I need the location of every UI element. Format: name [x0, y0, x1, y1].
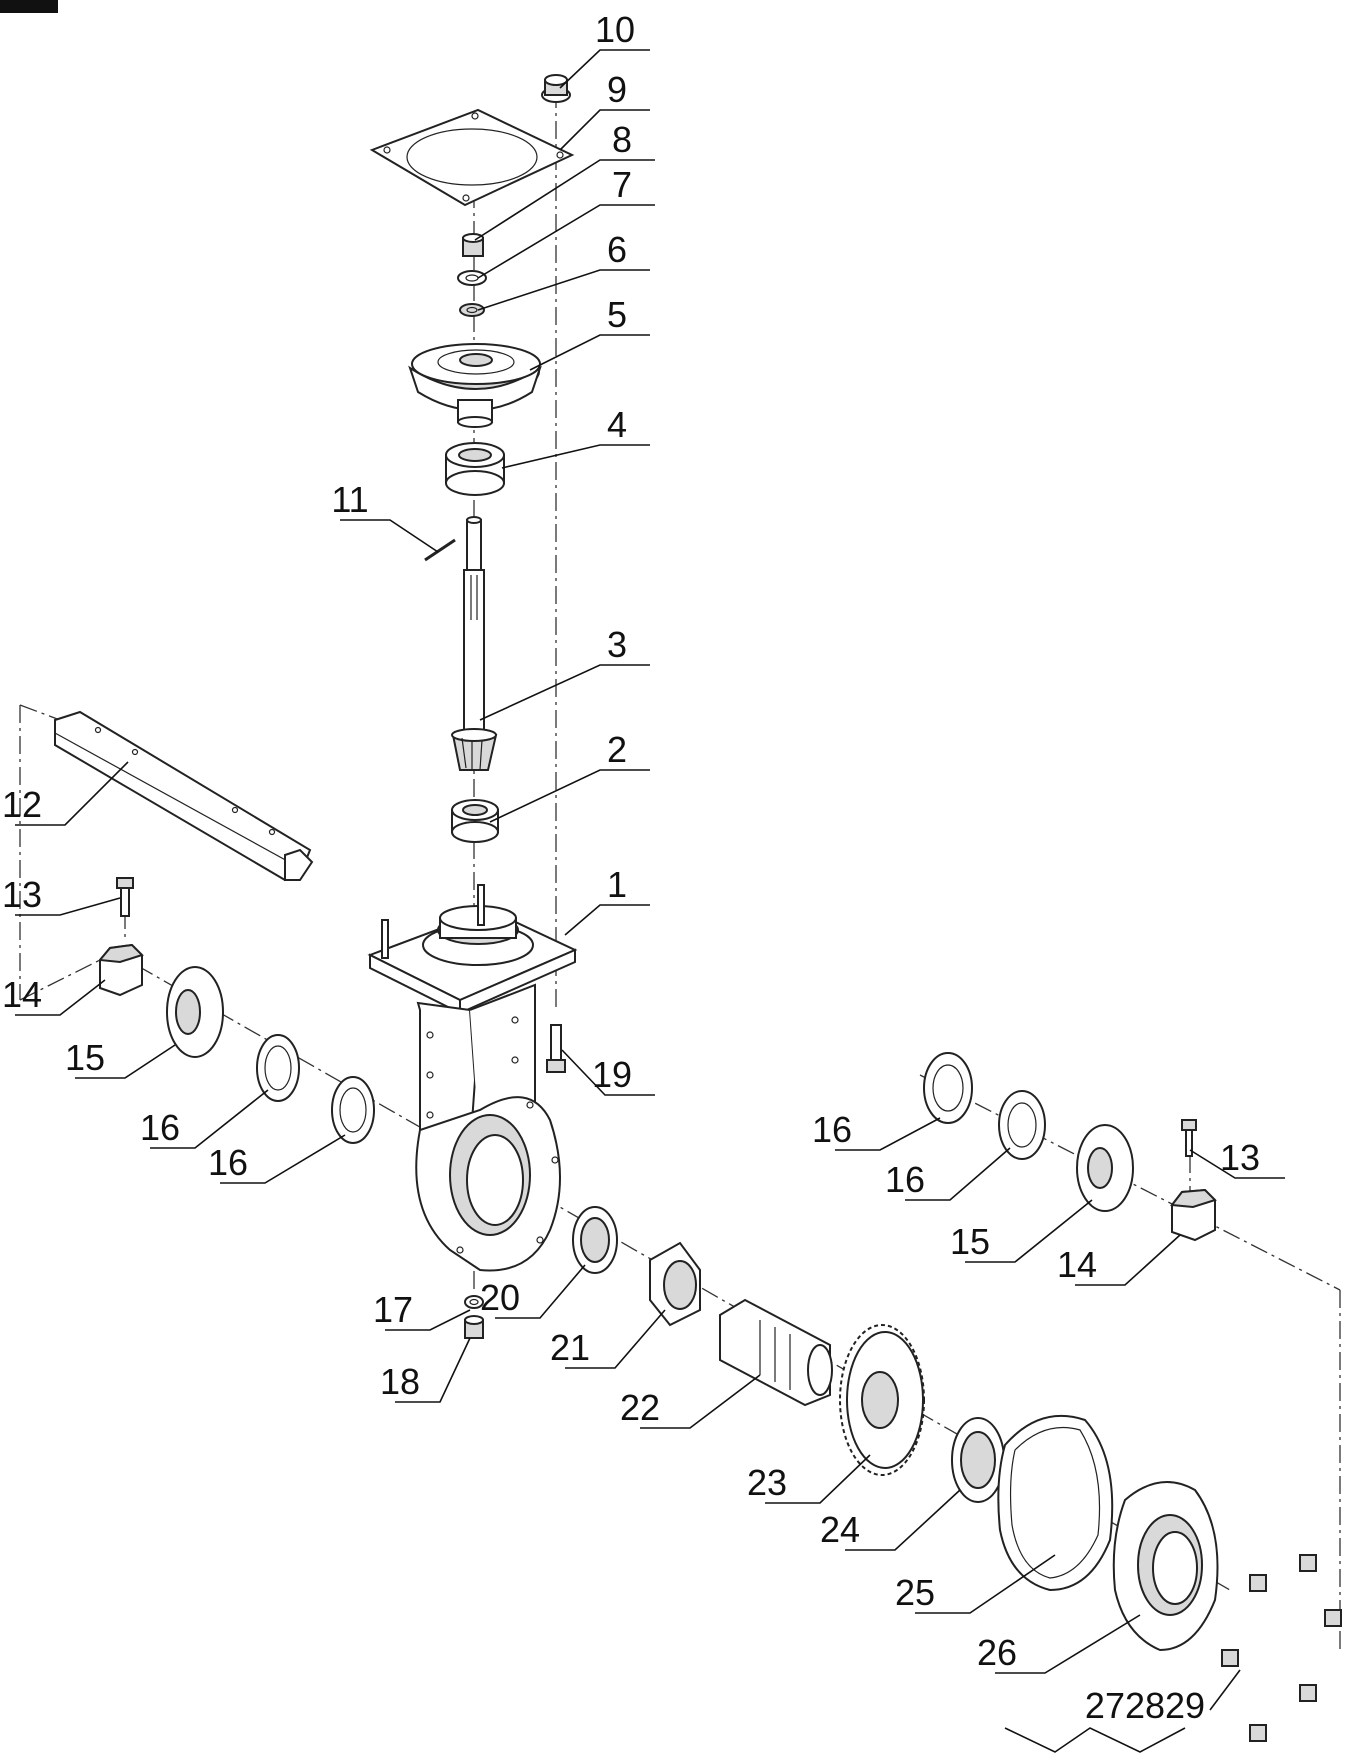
part-6-small-washer [459, 303, 485, 317]
part-4-bearing [445, 442, 505, 496]
part-12-hex-bar [54, 710, 314, 882]
part-16-ring-right-a [923, 1052, 973, 1124]
callout-label-p14b: 14 [1057, 1244, 1097, 1285]
callout-label-p4: 4 [607, 404, 627, 445]
callout-label-p12: 12 [2, 784, 42, 825]
callout-label-p18: 18 [380, 1361, 420, 1402]
callout-label-p23: 23 [747, 1462, 787, 1503]
leader-lines [15, 49, 1285, 1753]
part-1-housing [367, 884, 578, 1272]
part-24-bearing [951, 1417, 1005, 1503]
callout-label-p272829: 272829 [1085, 1685, 1205, 1726]
callout-label-p13a: 13 [2, 874, 42, 915]
part-8-small-gear [462, 233, 484, 257]
callout-label-p5: 5 [607, 294, 627, 335]
callout-label-p25: 25 [895, 1572, 935, 1613]
part-3-shaft [451, 516, 498, 771]
part-21-sleeve [649, 1241, 701, 1327]
callout-label-p3: 3 [607, 624, 627, 665]
callout-label-p17: 17 [373, 1289, 413, 1330]
part-5-bevel-gear [408, 343, 542, 428]
part-25-gasket [997, 1414, 1114, 1592]
callout-label-p22: 22 [620, 1387, 660, 1428]
part-20-seal [572, 1206, 618, 1274]
callout-label-p16d: 16 [885, 1159, 925, 1200]
callout-label-p10: 10 [595, 9, 635, 50]
callout-label-p16b: 16 [208, 1142, 248, 1183]
part-18-plug [464, 1315, 484, 1339]
part-23-sprocket [839, 1324, 925, 1476]
callout-label-p9: 9 [607, 69, 627, 110]
part-9-gasket [369, 108, 575, 207]
callout-label-p19: 19 [592, 1054, 632, 1095]
callout-label-p16a: 16 [140, 1107, 180, 1148]
part-13-bolt-right [1181, 1119, 1197, 1157]
part-13-bolt-left [116, 877, 134, 917]
corner-marker [0, 0, 58, 13]
part-7-washer [457, 270, 487, 286]
part-2-bearing [451, 799, 499, 843]
part-16-ring-left-b [331, 1076, 375, 1144]
callout-label-p15a: 15 [65, 1037, 105, 1078]
callout-label-p6: 6 [607, 229, 627, 270]
part-15-disc-right [1076, 1124, 1134, 1212]
callout-label-p13b: 13 [1220, 1137, 1260, 1178]
part-14-hex-hub-right [1170, 1188, 1217, 1242]
callout-label-p20: 20 [480, 1277, 520, 1318]
center-lines [19, 90, 1341, 1650]
callout-label-p14a: 14 [2, 974, 42, 1015]
part-10-flange-nut [541, 74, 571, 103]
part-11-pin [424, 538, 456, 562]
callout-label-p2: 2 [607, 729, 627, 770]
part-26-cover [1112, 1481, 1219, 1652]
callout-label-p15b: 15 [950, 1221, 990, 1262]
callout-label-p26: 26 [977, 1632, 1017, 1673]
part-27-29-bolts [1221, 1554, 1342, 1742]
part-19-bolt [546, 1024, 566, 1073]
part-15-disc-left [166, 966, 224, 1058]
part-16-ring-left-a [256, 1034, 300, 1102]
part-22-spline-shaft [719, 1298, 833, 1407]
part-17-washer [464, 1295, 484, 1309]
callout-label-p24: 24 [820, 1509, 860, 1550]
callout-label-p7: 7 [612, 164, 632, 205]
callout-label-p8: 8 [612, 119, 632, 160]
callout-label-p21: 21 [550, 1327, 590, 1368]
part-16-ring-right-b [998, 1090, 1046, 1160]
callout-label-p16c: 16 [812, 1109, 852, 1150]
callout-label-p1: 1 [607, 864, 627, 905]
callout-label-p11: 11 [331, 479, 368, 520]
part-14-hex-hub-left [98, 943, 144, 997]
